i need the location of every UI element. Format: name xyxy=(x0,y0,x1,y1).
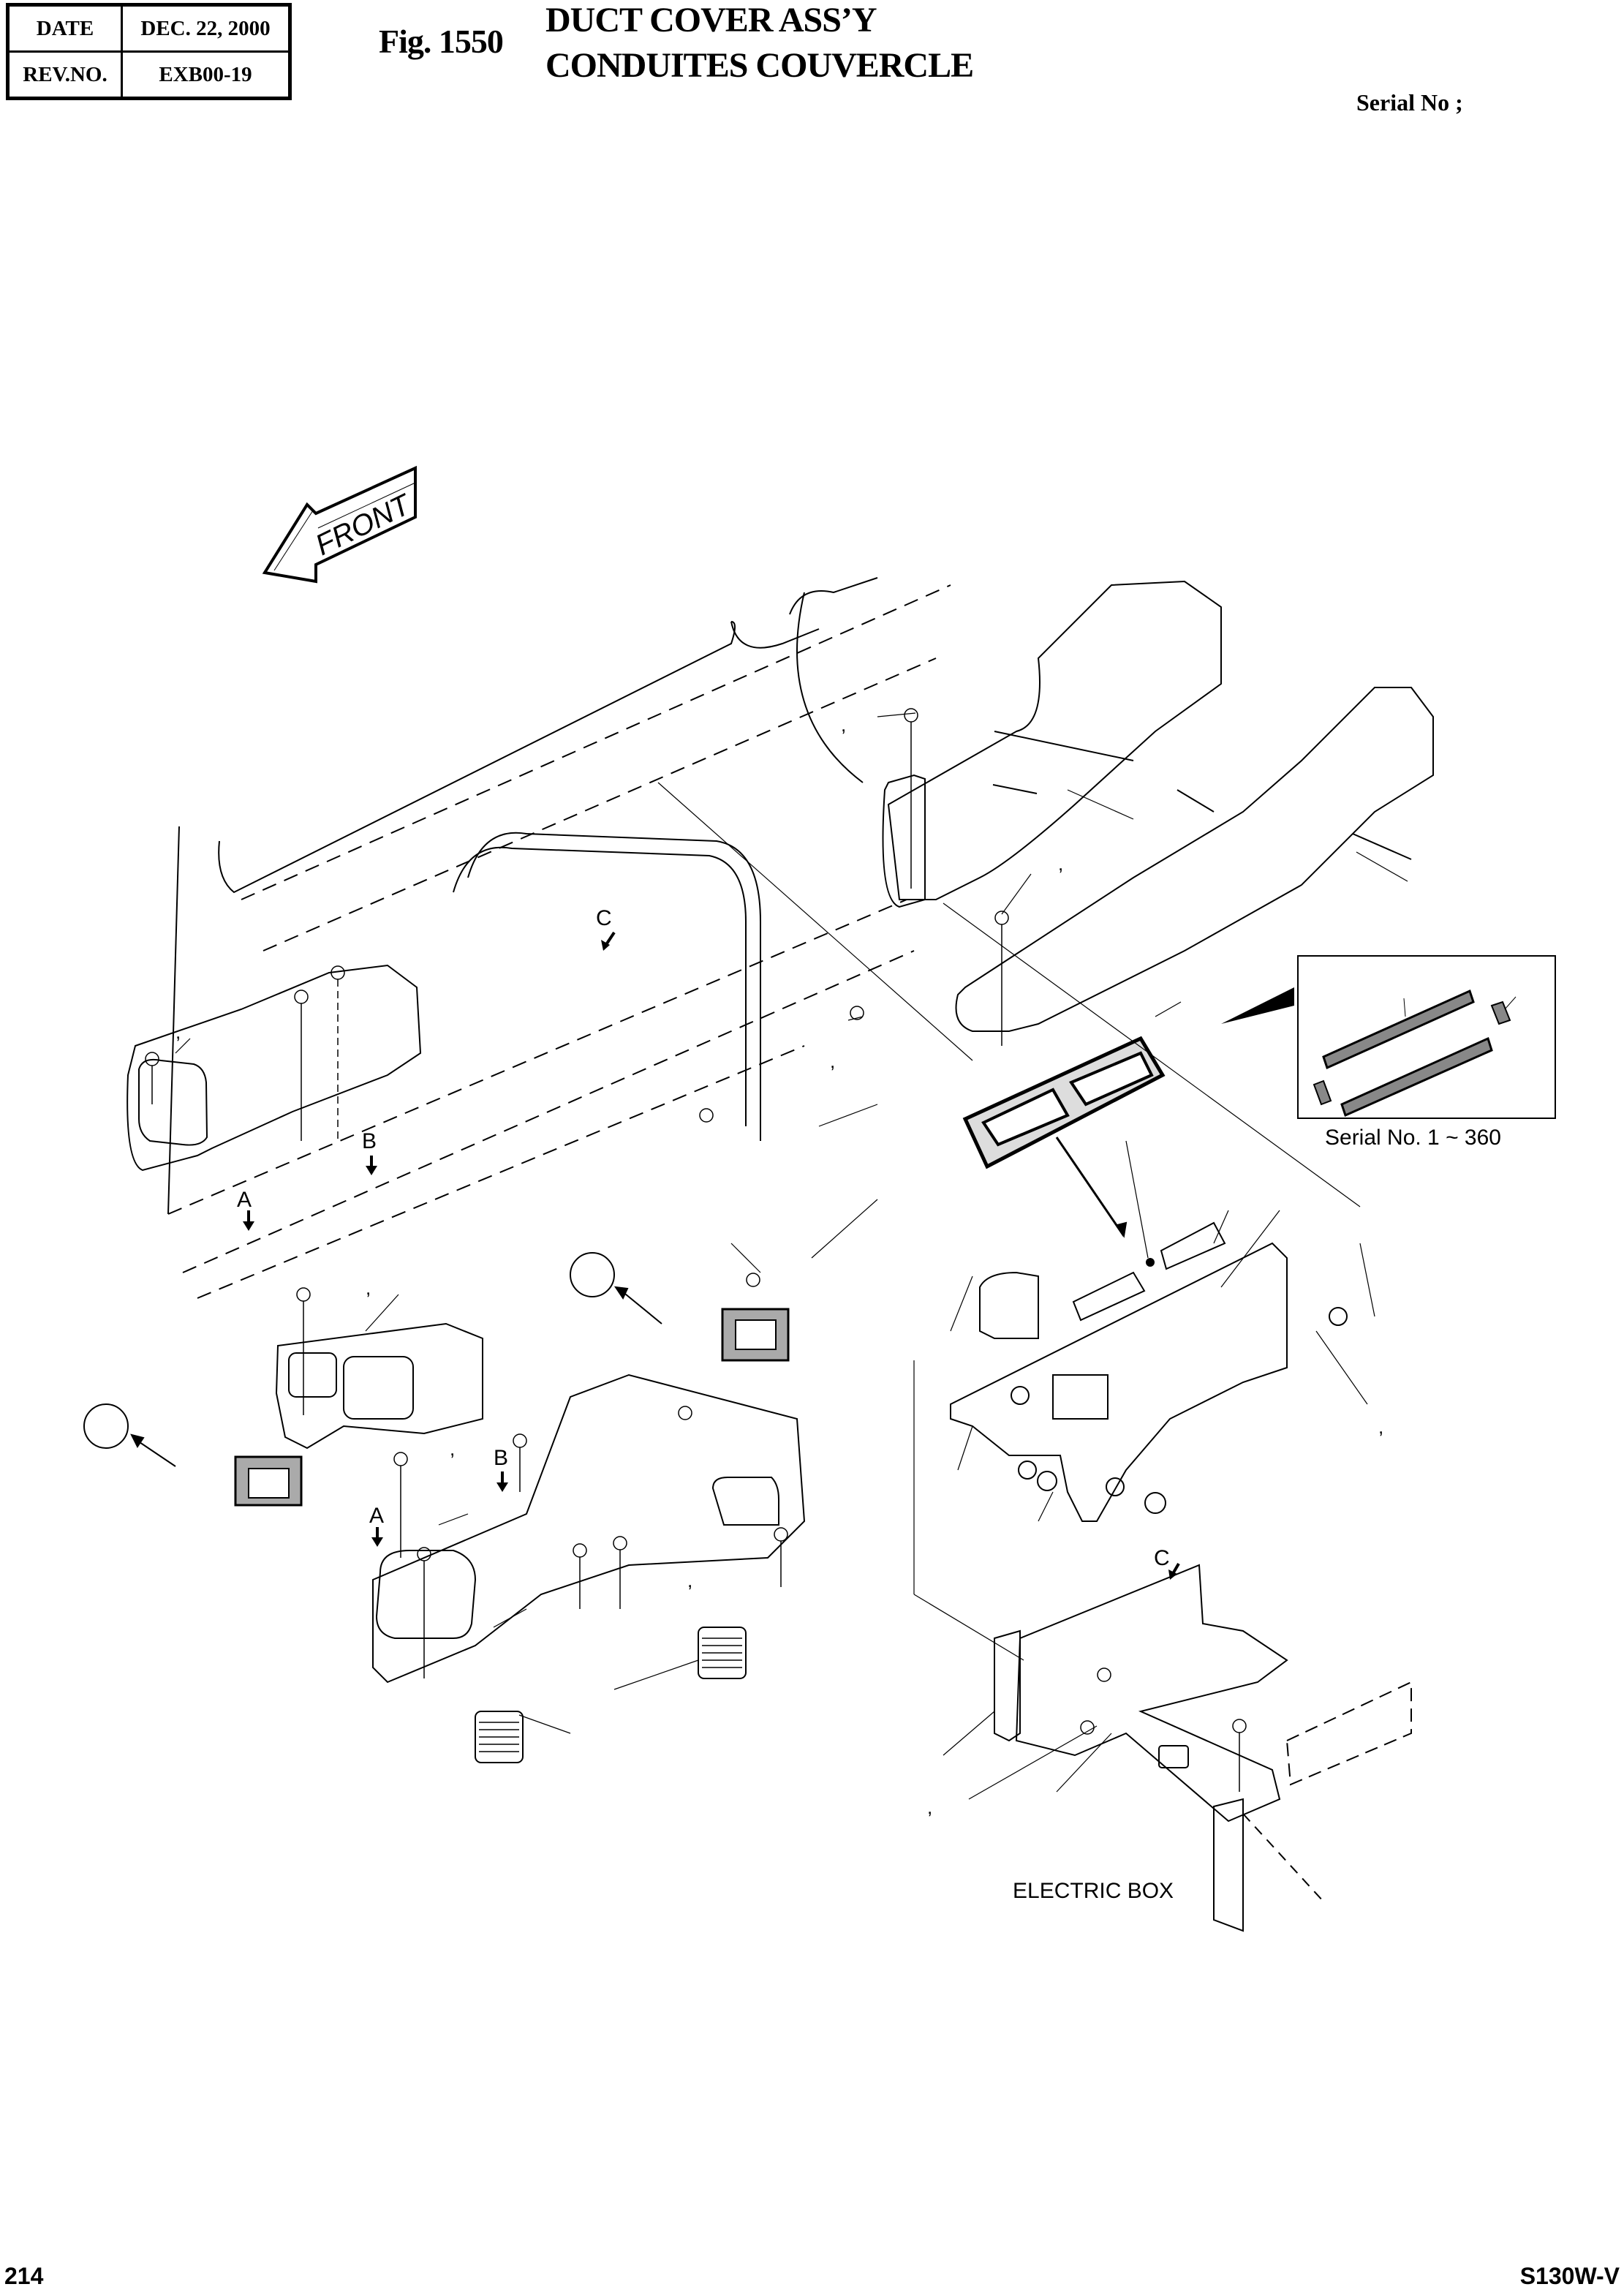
electric-box-plate xyxy=(1213,1798,1244,1932)
revision-table: DATE DEC. 22, 2000 REV.NO. EXB00-19 xyxy=(6,3,292,100)
floor-duct-assembly xyxy=(372,1373,806,1684)
date-label: DATE xyxy=(7,4,123,53)
callout-label-b: B xyxy=(494,1446,508,1470)
grommet-plugs xyxy=(1011,1307,1348,1514)
title-french: CONDUITES COUVERCLE xyxy=(545,46,974,85)
leader-lines xyxy=(175,712,1408,1800)
ref-circle-mid xyxy=(570,1252,615,1297)
model-number: S130W-V xyxy=(1519,2263,1620,2289)
arrow-down-left-icon xyxy=(1168,1569,1177,1580)
callout-a-upper: A xyxy=(237,1188,254,1231)
inset-caption: Serial No. 1 ~ 360 xyxy=(1325,1126,1501,1150)
svg-text:,: , xyxy=(1058,853,1063,875)
comma-marks: , , , , , , , , , xyxy=(175,714,1383,1818)
serial-number-label: Serial No ; xyxy=(1356,89,1463,116)
title-english: DUCT COVER ASS’Y xyxy=(545,1,877,39)
upper-duct-front xyxy=(882,580,1222,908)
page-number: 214 xyxy=(4,2263,44,2289)
dash-panel xyxy=(950,1242,1288,1522)
svg-text:,: , xyxy=(1378,1416,1383,1438)
svg-text:,: , xyxy=(687,1569,692,1591)
seal-strip-long xyxy=(1313,989,1517,1118)
svg-text:,: , xyxy=(830,1050,835,1072)
cab-frame-outline xyxy=(167,577,951,1299)
rev-label: REV.NO. xyxy=(7,50,123,99)
callout-label-b: B xyxy=(362,1129,377,1153)
callout-b-lower: B xyxy=(494,1446,508,1492)
callout-c-upper: C xyxy=(596,906,616,951)
callout-label-a: A xyxy=(369,1504,384,1528)
svg-text:,: , xyxy=(175,1021,181,1043)
arrow-down-icon xyxy=(496,1482,508,1492)
callout-a-lower: A xyxy=(369,1504,384,1547)
svg-text:,: , xyxy=(927,1796,932,1818)
date-value: DEC. 22, 2000 xyxy=(121,4,291,53)
figure-number: Fig. 1550 xyxy=(379,23,504,60)
arrow-down-icon xyxy=(243,1221,254,1231)
seal-frame-large xyxy=(962,1036,1166,1238)
front-arrow-icon: FRONT xyxy=(262,465,417,584)
vent-louver-pair xyxy=(1072,1221,1226,1322)
screws xyxy=(145,708,1247,1792)
arrow-down-icon xyxy=(371,1537,383,1547)
svg-text:,: , xyxy=(450,1438,455,1460)
floor-cover-right xyxy=(994,1564,1412,1932)
svg-text:,: , xyxy=(366,1277,371,1299)
inset-pointer-icon xyxy=(1221,987,1294,1024)
callout-label-c: C xyxy=(1154,1546,1170,1570)
callout-label-c: C xyxy=(596,906,612,930)
grille-mid xyxy=(698,1627,747,1679)
inset-detail-box: Serial No. 1 ~ 360 xyxy=(1221,955,1556,1150)
grille-left xyxy=(475,1711,524,1763)
upper-duct-rear xyxy=(955,687,1434,1032)
callout-label-a: A xyxy=(237,1188,252,1212)
ref-circle-left xyxy=(83,1403,129,1449)
left-duct-lower xyxy=(275,1322,483,1450)
rev-value: EXB00-19 xyxy=(121,50,291,99)
left-duct-upper xyxy=(126,964,422,1172)
callout-c-lower: C xyxy=(1154,1546,1180,1580)
seal-square-left xyxy=(234,1455,303,1507)
electric-box-label: ELECTRIC BOX xyxy=(1013,1879,1174,1903)
arrow-down-icon xyxy=(366,1166,377,1175)
callout-b-upper: B xyxy=(362,1129,377,1175)
arrow-down-left-icon xyxy=(601,940,610,951)
svg-text:,: , xyxy=(841,714,846,736)
seal-square-mid xyxy=(721,1308,790,1362)
